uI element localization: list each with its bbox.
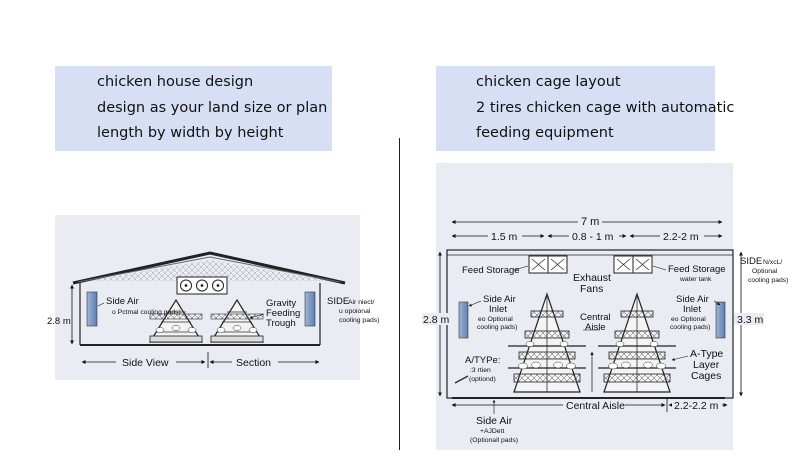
right-height-left-label: 2.8 m — [423, 314, 450, 326]
total-width-label: 7 m — [581, 216, 599, 228]
right-cooling-pad — [304, 291, 316, 327]
right-cage-diagram: 7 m 1.5 m 0.8 - 1 m 2.2-2 m — [422, 215, 788, 444]
left-height-label: 2.8 m — [47, 316, 71, 327]
caption-line: 2 tires chicken cage with automatic — [476, 99, 735, 116]
feed-storage-left-label: Feed Storage — [462, 265, 520, 276]
exhaust-fans — [528, 255, 653, 274]
left-side-right-note-1: Air niect/ — [348, 299, 375, 306]
left-side-air-note: o Pctmal cooling pads) — [112, 309, 181, 316]
house-roof — [72, 251, 346, 285]
vertical-divider — [399, 138, 400, 450]
caption-line: chicken cage layout — [476, 74, 621, 90]
side-top-right-note-1: N/xcL/ — [763, 259, 782, 266]
gravity-label-1: Gravity — [266, 298, 296, 309]
atype-right-2: Layer — [693, 359, 720, 371]
side-air-inlet-left-note-1: eo Optional — [478, 316, 513, 323]
left-house-diagram: 2.8 m Side Air o Pctmal cooling pads) Gr… — [47, 251, 379, 369]
right-cage-block — [209, 298, 265, 343]
caption-line: feeding equipment — [476, 125, 614, 141]
side-air-inlet-right-1: Side Air — [676, 294, 709, 305]
right-a-type-cage — [598, 292, 676, 393]
dim-bottom-right: 2.2-2.2 m — [674, 400, 719, 412]
water-tank-label: water tank — [679, 276, 712, 283]
right-height-right-label: 3.3 m — [737, 314, 764, 326]
left-cage-block — [148, 298, 204, 343]
side-air-inlet-right-note-1: eo Optional — [671, 316, 706, 323]
side-air-bottom-1: Side Air — [476, 415, 513, 427]
side-air-inlet-right-note-2: cooling pads) — [670, 324, 710, 331]
exhaust-label-2: Fans — [580, 283, 603, 295]
left-cooling-pad — [86, 291, 98, 327]
side-air-bottom-3: (Optionall pads) — [470, 437, 518, 444]
atype-left-2: :3 rtien — [470, 367, 491, 374]
atype-left-3: (optiond) — [469, 376, 496, 383]
caption-line: chicken house design — [97, 74, 254, 90]
side-air-inlet-left-2: Inlet — [489, 304, 507, 315]
gravity-label-2: Feeding — [266, 308, 300, 319]
dim-a-label: 1.5 m — [491, 231, 518, 243]
left-side-right-note-3: cooling pads) — [339, 317, 379, 324]
side-top-right-note-2: Optional — [752, 268, 778, 275]
side-air-inlet-right-2: Inlet — [683, 304, 701, 315]
feed-storage-right-label: Feed Storage — [668, 264, 726, 275]
left-side-air-label: Side Air — [106, 296, 139, 307]
caption-chicken-house: chicken house design design as your land… — [55, 66, 332, 151]
side-air-bottom-2: +AJDett — [480, 428, 504, 435]
section-label: Section — [236, 357, 271, 369]
left-side-right-label: SIDE — [327, 296, 349, 307]
side-top-right-label: SIDE — [740, 256, 762, 267]
central-aisle-top-1: Central — [580, 312, 611, 323]
gravity-label-3: Trough — [266, 318, 296, 329]
left-side-pad — [458, 301, 469, 339]
atype-left-1: A/TYPe: — [465, 355, 500, 366]
left-side-right-note-2: u opoional — [339, 308, 371, 315]
dim-b-label: 0.8 - 1 m — [572, 231, 614, 243]
atype-right-1: A-Type — [690, 348, 723, 360]
left-a-type-cage — [508, 292, 586, 393]
side-air-inlet-left-1: Side Air — [483, 294, 516, 305]
dim-c-label: 2.2-2 m — [663, 231, 699, 243]
exhaust-label-1: Exhaust — [573, 272, 611, 284]
side-top-right-note-3: cooling pads) — [748, 277, 788, 284]
central-aisle-top-2: Aisle — [585, 322, 606, 333]
caption-line: length by width by height — [97, 125, 284, 141]
side-air-inlet-left-note-2: cooling pads) — [477, 324, 517, 331]
central-aisle-bottom: Central Aisle — [566, 400, 625, 412]
side-view-label: Side View — [122, 357, 169, 369]
right-side-pad — [715, 301, 726, 339]
atype-right-3: Cages — [691, 370, 721, 382]
caption-cage-layout: chicken cage layout 2 tires chicken cage… — [436, 66, 735, 151]
caption-line: design as your land size or plan — [97, 99, 328, 116]
roof-fans — [176, 276, 228, 295]
